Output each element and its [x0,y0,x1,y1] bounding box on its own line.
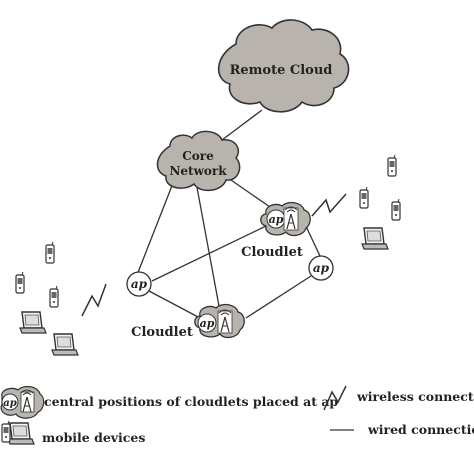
remote-cloud-label: Remote Cloud [230,63,333,78]
wired-links [136,109,321,319]
link-core-cloudlet-top [227,177,271,208]
link-ap-left-cloudlet-bottom [148,290,201,319]
ap-cloudlet-top-label: ap [269,213,284,226]
laptop-icon [19,311,47,334]
mobile-phone-icon [1,420,11,443]
cloudlet-top: ap [260,201,311,237]
legend-mobile-symbol [1,420,35,445]
legend-cloudlet-desc: central positions of cloudlets placed at… [44,394,338,409]
mobile-phone-icon [359,186,369,209]
link-ap-left-cloudlet-top [151,225,267,282]
link-ap-right-cloudlet-bottom [245,275,312,319]
core-network-label-line2: Network [169,164,227,178]
wireless-icon [81,283,107,317]
legend-wired: wired connection [367,422,474,437]
remote-cloud: Remote Cloud [217,19,350,113]
ap-left-label: ap [131,277,148,291]
laptop-icon [7,422,35,445]
mobile-phone-icon [391,198,401,221]
cloudlet-bottom-label: Cloudlet [131,325,193,340]
laptop-icon [51,333,79,356]
wireless-icon [311,193,347,217]
link-core-remote [221,109,263,141]
legend-ap-label: ap [3,398,16,409]
legend-wireless-icon [323,385,347,411]
ap-right-label: ap [313,261,330,275]
legend-cloudlet-symbol: ap [0,385,45,419]
link-core-cloudlet-bottom [195,181,220,307]
link-core-ap-left [136,177,176,276]
mobile-devices-left [15,241,79,356]
cloudlet-bottom: ap [194,303,245,339]
legend-wireless: wireless connection [356,389,474,404]
laptop-icon [361,227,389,250]
cloudlet-top-label: Cloudlet [241,245,303,260]
ap-left: ap [126,271,152,297]
mobile-phone-icon [49,285,59,308]
mobile-phone-icon [45,241,55,264]
core-network: Core Network [156,130,241,192]
legend-mobile-devices: mobile devices [42,430,145,445]
mobile-devices-right [359,154,401,250]
core-network-label-line1: Core [182,149,214,163]
ap-cloudlet-bottom-label: ap [200,317,215,330]
mobile-phone-icon [387,154,397,177]
mobile-phone-icon [15,271,25,294]
legend: ap central positions of cloudlets placed… [0,385,474,445]
ap-right: ap [308,255,334,281]
